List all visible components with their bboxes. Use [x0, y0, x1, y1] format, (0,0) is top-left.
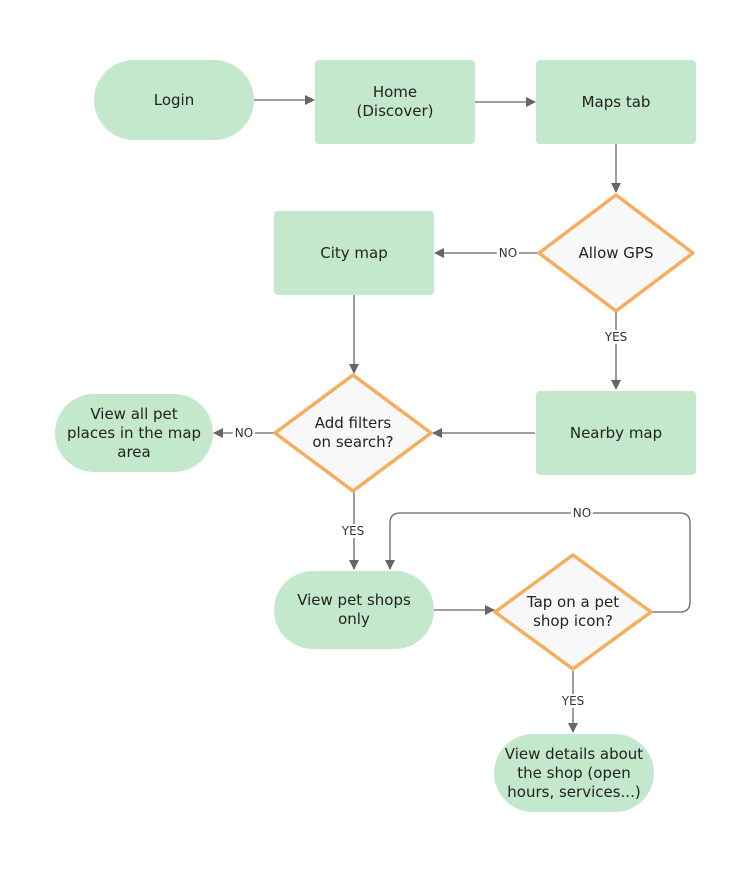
- decision-add-filters-shape: [273, 373, 433, 493]
- view-all-pet-places-label: View all pet places in the map area: [66, 404, 202, 461]
- allow-gps-decision[interactable]: Allow GPS: [556, 233, 676, 273]
- tap-shop-icon-decision[interactable]: Tap on a pet shop icon?: [513, 592, 633, 632]
- login-label: Login: [153, 90, 195, 109]
- view-shop-details-node[interactable]: View details about the shop (open hours,…: [494, 734, 654, 812]
- home-discover-node[interactable]: Home (Discover): [315, 60, 475, 144]
- tap-yes-label: YES: [559, 694, 587, 708]
- maps-tab-node[interactable]: Maps tab: [536, 60, 696, 144]
- view-shop-details-label: View details about the shop (open hours,…: [504, 744, 644, 801]
- allow-gps-label: Allow GPS: [578, 243, 654, 262]
- add-filters-label: Add filters on search?: [312, 414, 394, 451]
- decision-allow-gps-shape: [537, 193, 695, 313]
- decision-tap-icon-shape: [493, 553, 653, 671]
- edge-tap-loop: [385, 512, 691, 613]
- view-all-pet-places-node[interactable]: View all pet places in the map area: [55, 394, 213, 472]
- view-pet-shops-node[interactable]: View pet shops only: [274, 571, 434, 649]
- tap-no-label: NO: [570, 506, 594, 520]
- gps-no-label: NO: [496, 246, 520, 260]
- maps-tab-label: Maps tab: [581, 92, 651, 111]
- home-discover-label: Home (Discover): [356, 83, 434, 120]
- tap-shop-icon-label: Tap on a pet shop icon?: [526, 593, 620, 630]
- view-pet-shops-label: View pet shops only: [297, 591, 411, 628]
- filters-yes-label: YES: [339, 524, 367, 538]
- nearby-map-node[interactable]: Nearby map: [536, 391, 696, 475]
- add-filters-decision[interactable]: Add filters on search?: [293, 413, 413, 453]
- city-map-label: City map: [320, 243, 388, 262]
- filters-no-label: NO: [232, 426, 256, 440]
- login-node[interactable]: Login: [94, 60, 254, 140]
- gps-yes-label: YES: [602, 330, 630, 344]
- city-map-node[interactable]: City map: [274, 211, 434, 295]
- nearby-map-label: Nearby map: [569, 423, 663, 442]
